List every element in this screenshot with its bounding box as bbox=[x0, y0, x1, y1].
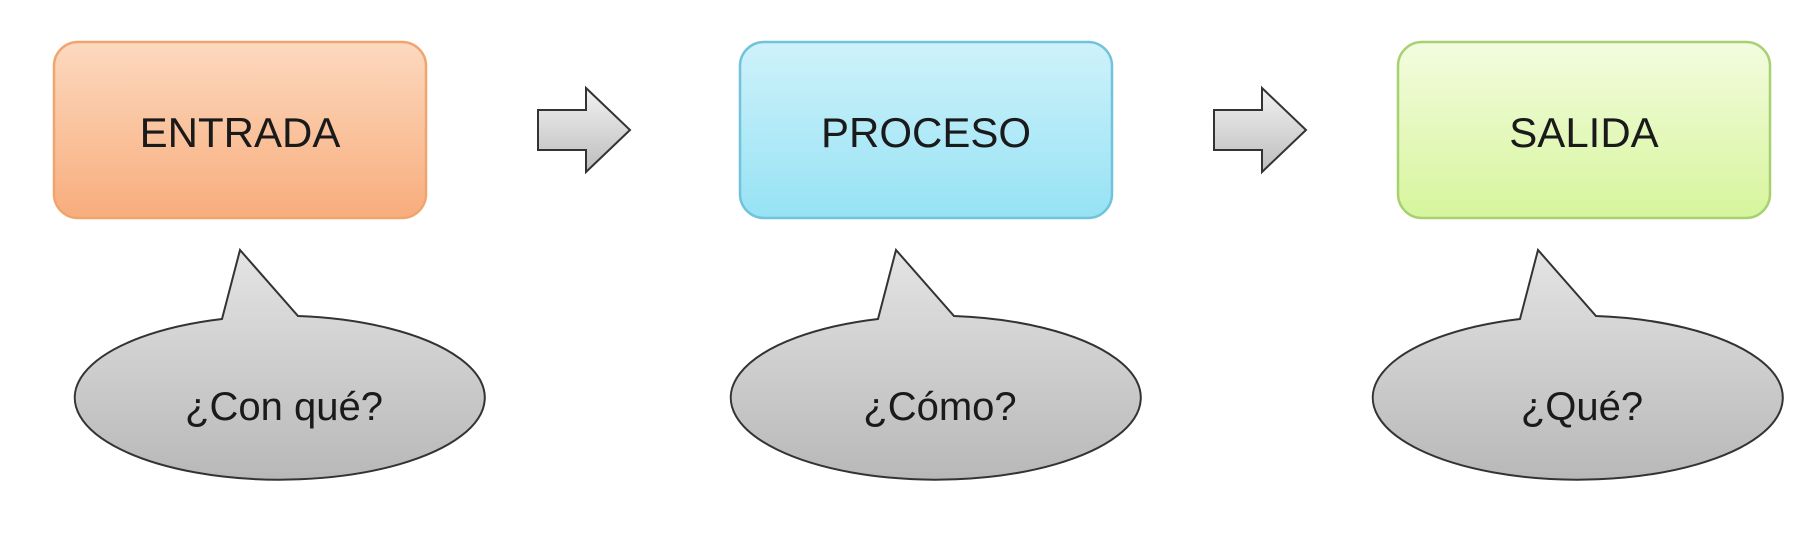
salida-label: SALIDA bbox=[1509, 109, 1658, 156]
callout-que: ¿Qué? bbox=[1371, 247, 1784, 481]
callout-que-text: ¿Qué? bbox=[1521, 385, 1643, 429]
entrada-box bbox=[52, 40, 428, 220]
salida-box bbox=[1396, 40, 1772, 220]
right-arrow-icon bbox=[537, 85, 632, 175]
right-arrow-icon bbox=[1213, 85, 1308, 175]
callout-como-text: ¿Cómo? bbox=[863, 385, 1016, 429]
step-salida: SALIDA bbox=[1396, 40, 1772, 220]
arrow-proceso-to-salida bbox=[1213, 85, 1308, 175]
step-entrada: ENTRADA bbox=[52, 40, 428, 220]
callout-con-que-bubble bbox=[73, 247, 486, 481]
callout-con-que: ¿Con qué? bbox=[73, 247, 486, 481]
entrada-label: ENTRADA bbox=[140, 109, 341, 156]
callout-como-bubble bbox=[729, 247, 1142, 481]
callout-con-que-text: ¿Con qué? bbox=[185, 385, 383, 429]
proceso-label: PROCESO bbox=[821, 109, 1031, 156]
proceso-box bbox=[738, 40, 1114, 220]
callout-que-bubble bbox=[1371, 247, 1784, 481]
arrow-entrada-to-proceso bbox=[537, 85, 632, 175]
callout-como: ¿Cómo? bbox=[729, 247, 1142, 481]
step-proceso: PROCESO bbox=[738, 40, 1114, 220]
